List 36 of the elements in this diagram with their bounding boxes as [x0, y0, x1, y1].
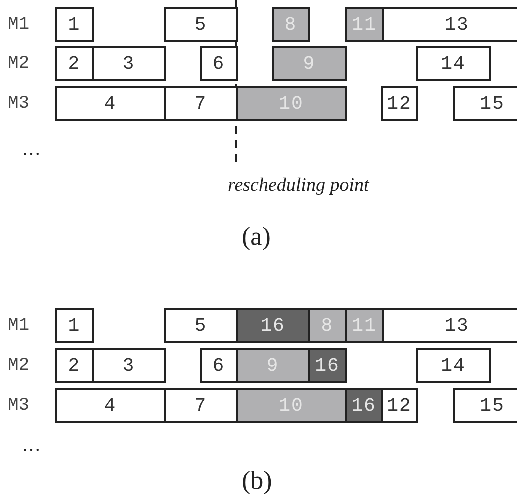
task-bar: 2: [55, 46, 94, 81]
ellipsis: …: [22, 436, 41, 455]
task-bar: 14: [416, 46, 491, 81]
task-bar: 1: [55, 308, 94, 343]
task-bar: 4: [55, 388, 166, 423]
machine-label: M1: [8, 16, 30, 34]
machine-label: M3: [8, 397, 30, 415]
machine-label: M3: [8, 95, 30, 113]
task-bar: 2: [55, 348, 94, 383]
task-bar: 13: [382, 308, 517, 343]
machine-label: M2: [8, 357, 30, 375]
panel-label: (a): [242, 224, 271, 250]
task-bar: 4: [55, 86, 166, 121]
task-bar: 16: [236, 308, 310, 343]
task-bar: 12: [381, 388, 418, 423]
task-bar: 5: [164, 7, 238, 42]
panel-label: (b): [242, 468, 272, 494]
task-bar: 7: [164, 86, 238, 121]
task-bar: 1: [55, 7, 94, 42]
task-bar: 15: [453, 86, 517, 121]
task-bar: 6: [200, 348, 238, 383]
annotation-text: rescheduling point: [228, 176, 370, 195]
task-bar: 15: [453, 388, 517, 423]
ellipsis: …: [22, 140, 41, 159]
task-bar: 16: [308, 348, 347, 383]
task-bar: 6: [200, 46, 238, 81]
task-bar: 3: [92, 46, 166, 81]
machine-label: M1: [8, 317, 30, 335]
task-bar: 13: [382, 7, 517, 42]
task-bar: 7: [164, 388, 238, 423]
machine-label: M2: [8, 55, 30, 73]
task-bar: 14: [416, 348, 491, 383]
task-bar: 3: [92, 348, 166, 383]
task-bar: 16: [345, 388, 383, 423]
task-bar: 12: [381, 86, 418, 121]
task-bar: 5: [164, 308, 238, 343]
